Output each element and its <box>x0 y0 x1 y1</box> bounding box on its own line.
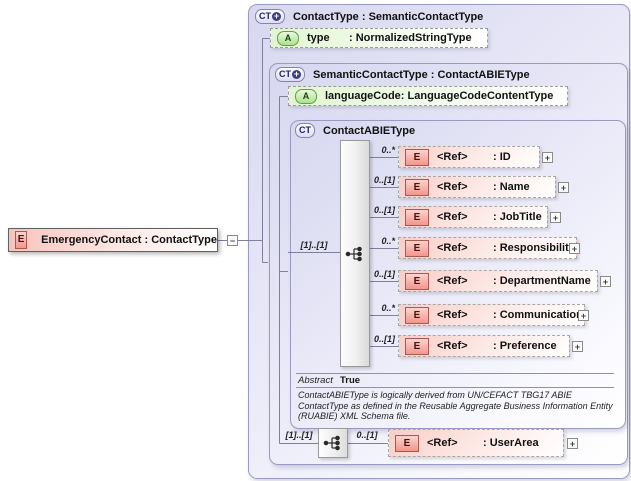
cardinality-label: 0..* <box>381 303 395 313</box>
element-type-label: : Preference <box>493 340 557 352</box>
cardinality-label: 0..[1] <box>373 269 395 279</box>
element-ref-label: <Ref> <box>437 151 468 163</box>
sequence-compositor[interactable] <box>318 428 348 458</box>
expand-button[interactable]: + <box>567 438 578 449</box>
element-ref-userarea[interactable]: E <Ref> : UserArea <box>388 429 564 457</box>
container-title: SemanticContactType : ContactABIEType <box>313 68 530 81</box>
element-icon: E <box>15 231 28 249</box>
abstract-label: Abstract <box>298 375 333 386</box>
element-ref-label: <Ref> <box>437 309 468 321</box>
abstract-value: True <box>340 375 361 386</box>
element-ref-name[interactable]: E <Ref> : Name <box>398 176 556 198</box>
expand-button[interactable]: + <box>550 212 561 223</box>
attribute-icon: A <box>295 88 317 104</box>
container-title: ContactType : SemanticContactType <box>293 10 484 23</box>
element-ref-label: <Ref> <box>437 242 468 254</box>
extends-plus-icon: + <box>272 11 281 21</box>
complextype-badge-label: CT <box>259 11 271 21</box>
annotation-note: ContactABIEType is logically derived fro… <box>298 390 613 421</box>
expand-button[interactable]: + <box>572 341 583 352</box>
sequence-icon <box>345 246 362 261</box>
sequence-icon <box>323 435 340 451</box>
cardinality-label: 0..* <box>381 145 395 155</box>
cardinality-label: [1]..[1] <box>285 430 313 440</box>
expand-button[interactable]: + <box>542 152 553 163</box>
element-type-label: : Responsibility <box>493 242 575 254</box>
element-type-label: : DepartmentName <box>493 275 591 287</box>
element-icon: E <box>405 272 429 290</box>
element-type-label: : UserArea <box>483 437 539 449</box>
container-header-contacttype[interactable]: CT + ContactType : SemanticContactType <box>255 9 483 24</box>
cardinality-label: 0..[1] <box>356 430 378 440</box>
expand-button[interactable]: + <box>569 243 580 254</box>
extends-plus-icon: + <box>292 69 301 79</box>
sequence-compositor-bar[interactable] <box>340 140 370 367</box>
cardinality-label: 0..[1] <box>373 205 395 215</box>
element-ref-label: <Ref> <box>437 181 468 193</box>
cardinality-label: 0..[1] <box>373 175 395 185</box>
cardinality-label: 0..* <box>381 236 395 246</box>
cardinality-label: 0..[1] <box>373 334 395 344</box>
element-ref-responsibility[interactable]: E <Ref> : Responsibility <box>398 237 577 259</box>
element-icon: E <box>405 306 429 324</box>
element-ref-id[interactable]: E <Ref> : ID <box>398 146 540 168</box>
complextype-badge-label: CT <box>299 125 311 135</box>
collapse-button[interactable]: − <box>227 235 238 246</box>
complextype-icon: CT + <box>275 67 305 82</box>
element-ref-jobtitle[interactable]: E <Ref> : JobTitle <box>398 206 548 228</box>
attribute-languagecode[interactable]: A languageCode : LanguageCodeContentType <box>288 86 568 106</box>
element-ref-preference[interactable]: E <Ref> : Preference <box>398 335 570 357</box>
divider <box>296 387 614 388</box>
divider <box>296 373 614 374</box>
attribute-type-label: : NormalizedStringType <box>349 32 472 44</box>
attribute-type[interactable]: A type : NormalizedStringType <box>270 28 488 48</box>
element-icon: E <box>405 208 429 226</box>
complextype-badge-label: CT <box>279 69 291 79</box>
container-title: ContactABIEType <box>323 124 416 137</box>
element-icon: E <box>405 239 429 257</box>
root-element-emergencycontact[interactable]: E EmergencyContact : ContactType <box>8 228 218 252</box>
element-icon: E <box>395 434 419 452</box>
element-icon: E <box>405 337 429 355</box>
element-ref-label: <Ref> <box>437 340 468 352</box>
expand-button[interactable]: + <box>600 276 611 287</box>
element-ref-communication[interactable]: E <Ref> : Communication <box>398 304 585 326</box>
element-ref-label: <Ref> <box>427 437 458 449</box>
element-ref-label: <Ref> <box>437 275 468 287</box>
element-ref-departmentname[interactable]: E <Ref> : DepartmentName <box>398 270 598 292</box>
element-ref-label: <Ref> <box>437 211 468 223</box>
complextype-icon: CT + <box>255 9 285 24</box>
element-type-label: : ID <box>493 151 511 163</box>
attribute-name: languageCode <box>325 90 401 102</box>
element-type-label: : Name <box>493 181 530 193</box>
attribute-type-label: : LanguageCodeContentType <box>400 90 554 102</box>
container-header-semanticcontacttype[interactable]: CT + SemanticContactType : ContactABIETy… <box>275 67 530 82</box>
attribute-name: type <box>307 32 330 44</box>
container-header-contactabietype[interactable]: CT ContactABIEType <box>295 123 415 138</box>
expand-button[interactable]: + <box>558 182 569 193</box>
expand-button[interactable]: + <box>578 310 589 321</box>
attribute-icon: A <box>277 30 299 46</box>
element-icon: E <box>405 178 429 196</box>
cardinality-label: [1]..[1] <box>300 240 328 250</box>
element-icon: E <box>405 148 429 166</box>
element-type-label: : JobTitle <box>493 211 542 223</box>
complextype-icon: CT <box>295 123 315 138</box>
root-element-label: EmergencyContact : ContactType <box>41 234 217 246</box>
element-type-label: : Communication <box>493 309 583 321</box>
